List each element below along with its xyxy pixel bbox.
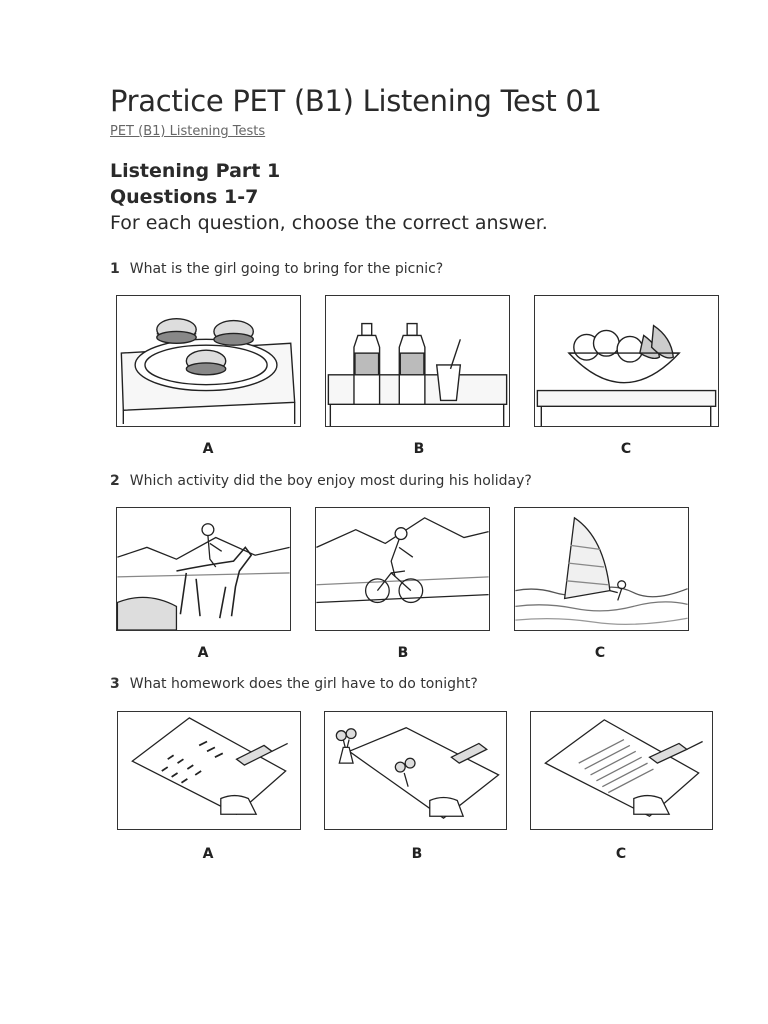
option-2c-label: C: [594, 645, 606, 661]
option-2a-label: A: [197, 645, 209, 661]
option-2c-windsurfing-icon[interactable]: [514, 507, 689, 631]
question-3: 3 What homework does the girl have to do …: [110, 676, 478, 692]
option-3c-label: C: [615, 846, 627, 862]
option-3a-label: A: [202, 846, 214, 862]
option-1a-sandwiches-icon[interactable]: [116, 295, 301, 427]
option-3b-drawing-flowers-icon[interactable]: [324, 711, 507, 830]
option-3b-label: B: [411, 846, 423, 862]
question-text: Which activity did the boy enjoy most du…: [129, 473, 532, 489]
option-3a-maths-worksheet-icon[interactable]: [117, 711, 301, 830]
question-number: 3: [110, 676, 120, 692]
option-1a-label: A: [202, 441, 214, 457]
question-number: 1: [110, 261, 120, 277]
option-1c-fruit-bowl-icon[interactable]: [534, 295, 719, 427]
instruction-text: For each question, choose the correct an…: [110, 212, 548, 234]
question-number: 2: [110, 473, 120, 489]
question-text: What homework does the girl have to do t…: [129, 676, 478, 692]
option-3c-writing-essay-icon[interactable]: [530, 711, 713, 830]
page-title: Practice PET (B1) Listening Test 01: [110, 84, 602, 118]
question-2: 2 Which activity did the boy enjoy most d…: [110, 473, 532, 489]
option-1b-bottles-icon[interactable]: [325, 295, 510, 427]
option-2b-label: B: [397, 645, 409, 661]
section-subtitle: Questions 1-7: [110, 186, 259, 208]
option-2b-cycling-icon[interactable]: [315, 507, 490, 631]
question-text: What is the girl going to bring for the …: [129, 261, 444, 277]
option-1b-label: B: [413, 441, 425, 457]
question-1: 1 What is the girl going to bring for the…: [110, 261, 443, 277]
option-2a-horse-riding-icon[interactable]: [116, 507, 291, 631]
option-1c-label: C: [620, 441, 632, 457]
breadcrumb-link[interactable]: PET (B1) Listening Tests: [110, 124, 266, 139]
section-title: Listening Part 1: [110, 160, 281, 182]
